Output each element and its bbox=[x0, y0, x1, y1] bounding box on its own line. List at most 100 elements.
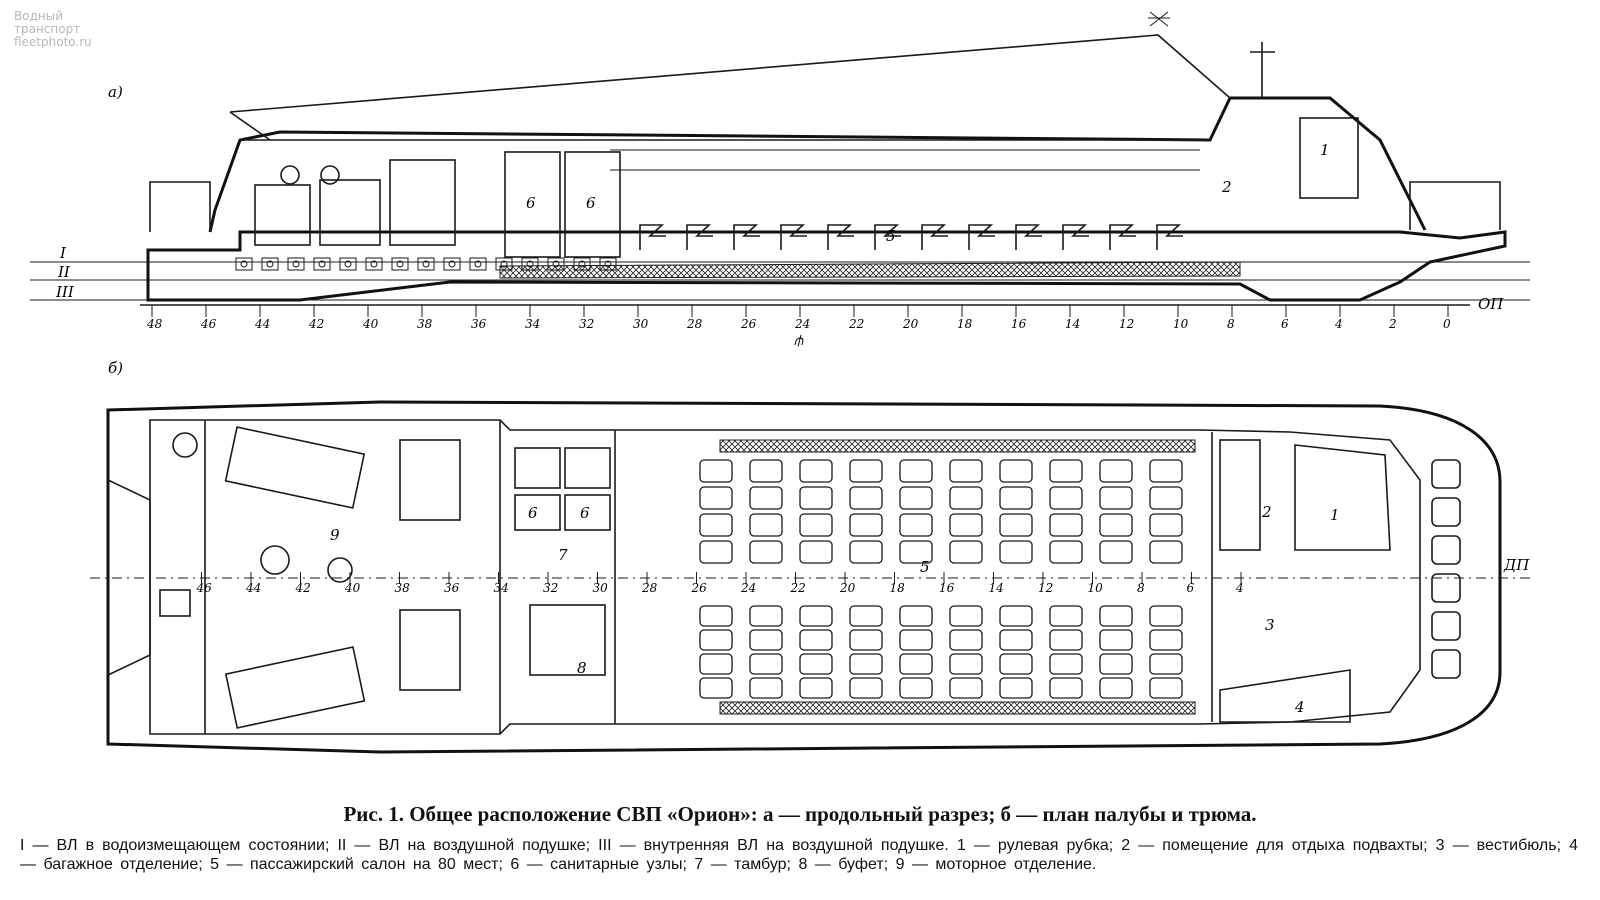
fore-railing bbox=[1409, 181, 1501, 230]
passenger-seat bbox=[949, 486, 983, 510]
deck-frame-cell bbox=[313, 257, 331, 271]
bow-window bbox=[1431, 497, 1461, 527]
deck-hole bbox=[526, 260, 534, 268]
plan-deckhouse-outline bbox=[149, 419, 1421, 735]
zone-label-9: 9 bbox=[330, 526, 340, 544]
side-seat bbox=[733, 224, 760, 250]
deck-hole bbox=[266, 260, 274, 268]
frame-number: 42 bbox=[308, 317, 324, 331]
passenger-seat bbox=[749, 540, 783, 564]
passenger-seat bbox=[1049, 677, 1083, 699]
frame-number: 32 bbox=[543, 581, 558, 595]
passenger-seat bbox=[999, 486, 1033, 510]
deck-hole bbox=[604, 260, 612, 268]
side-seat bbox=[1015, 224, 1042, 250]
deck-hole bbox=[552, 260, 560, 268]
wheelhouse-console bbox=[1299, 117, 1359, 199]
frame-number: 46 bbox=[196, 581, 213, 595]
passenger-seat bbox=[1149, 459, 1183, 483]
zone-label-6: 6 bbox=[528, 504, 538, 522]
frame-number: 26 bbox=[691, 581, 708, 595]
frame-number: 36 bbox=[444, 581, 460, 595]
passenger-seat bbox=[849, 653, 883, 675]
plan-view: б) ДП 9 bbox=[90, 359, 1530, 754]
passenger-seat bbox=[999, 540, 1033, 564]
frame-number: 14 bbox=[989, 581, 1004, 595]
passenger-seat bbox=[1149, 653, 1183, 675]
deck-hole bbox=[396, 260, 404, 268]
deck-hole bbox=[422, 260, 430, 268]
side-seat bbox=[1156, 224, 1183, 250]
passenger-seat bbox=[899, 605, 933, 627]
side-seat bbox=[1109, 224, 1136, 250]
passenger-seat bbox=[749, 513, 783, 537]
aft-railing bbox=[149, 181, 211, 232]
passenger-seat bbox=[849, 605, 883, 627]
passenger-seat bbox=[899, 677, 933, 699]
passenger-seat bbox=[1049, 486, 1083, 510]
passenger-seat bbox=[899, 486, 933, 510]
passenger-seat bbox=[749, 653, 783, 675]
side-seat bbox=[1062, 224, 1089, 250]
passenger-seat bbox=[799, 459, 833, 483]
buffet-counter bbox=[529, 604, 606, 676]
passenger-seat bbox=[749, 677, 783, 699]
zone-label-5: 5 bbox=[920, 558, 930, 576]
bow-window bbox=[1431, 459, 1461, 489]
passenger-seat bbox=[799, 540, 833, 564]
frame-number: 32 bbox=[579, 317, 594, 331]
deck-hole bbox=[344, 260, 352, 268]
passenger-seat bbox=[999, 629, 1033, 651]
zone-label-2: 2 bbox=[1221, 178, 1232, 196]
frame-number: 20 bbox=[839, 581, 856, 595]
deck-hole bbox=[370, 260, 378, 268]
deck-hole bbox=[318, 260, 326, 268]
sanitary-block bbox=[564, 151, 621, 258]
bow-windows bbox=[1431, 459, 1461, 679]
passenger-seat bbox=[949, 677, 983, 699]
hold-hatch bbox=[499, 261, 1241, 279]
passenger-seat bbox=[999, 459, 1033, 483]
passenger-seat bbox=[699, 540, 733, 564]
engine-room-plan bbox=[159, 426, 461, 729]
frame-number: 8 bbox=[1137, 581, 1145, 595]
deck-frame-cell bbox=[599, 257, 617, 271]
passenger-seat bbox=[999, 605, 1033, 627]
passenger-seat bbox=[899, 629, 933, 651]
watermark-line: транспорт bbox=[14, 22, 81, 36]
deck-frame-cell bbox=[339, 257, 357, 271]
frame-number: 22 bbox=[790, 581, 806, 595]
midship-mark: ⫛ bbox=[794, 331, 804, 349]
zone-label-6: 6 bbox=[586, 194, 596, 212]
zone-label-6: 6 bbox=[526, 194, 536, 212]
hull-outline bbox=[146, 230, 1507, 302]
frame-number: 30 bbox=[633, 317, 649, 331]
passenger-seat bbox=[1099, 653, 1133, 675]
frame-number: 10 bbox=[1173, 317, 1189, 331]
passenger-seat bbox=[749, 459, 783, 483]
watermark: Водный транспорт fleetphoto.ru bbox=[14, 10, 92, 49]
passenger-seat bbox=[1099, 486, 1133, 510]
plan-hull-outline bbox=[106, 400, 1502, 754]
passenger-seat bbox=[1099, 459, 1133, 483]
frame-number: 48 bbox=[146, 317, 163, 331]
deck-frame-cell bbox=[443, 257, 461, 271]
passenger-seat bbox=[699, 629, 733, 651]
passenger-seat bbox=[1149, 677, 1183, 699]
waterline-label-2: II bbox=[57, 263, 71, 281]
salon-side-panel bbox=[719, 701, 1196, 715]
passenger-seat bbox=[1149, 540, 1183, 564]
frame-number: 4 bbox=[1235, 581, 1244, 595]
deck-frame-cell bbox=[495, 257, 513, 271]
baseline-label: ОП bbox=[1478, 295, 1504, 313]
zone-label-5: 5 bbox=[886, 227, 896, 245]
passenger-seat bbox=[749, 605, 783, 627]
deck-hole bbox=[292, 260, 300, 268]
zone-label-3: 3 bbox=[1265, 616, 1275, 634]
deck-frame-cell bbox=[391, 257, 409, 271]
passenger-seat bbox=[1049, 605, 1083, 627]
passenger-seat bbox=[849, 677, 883, 699]
salon-seats-plan bbox=[699, 459, 1183, 699]
frame-number: 6 bbox=[1187, 581, 1195, 595]
radar-antenna bbox=[1148, 11, 1170, 27]
